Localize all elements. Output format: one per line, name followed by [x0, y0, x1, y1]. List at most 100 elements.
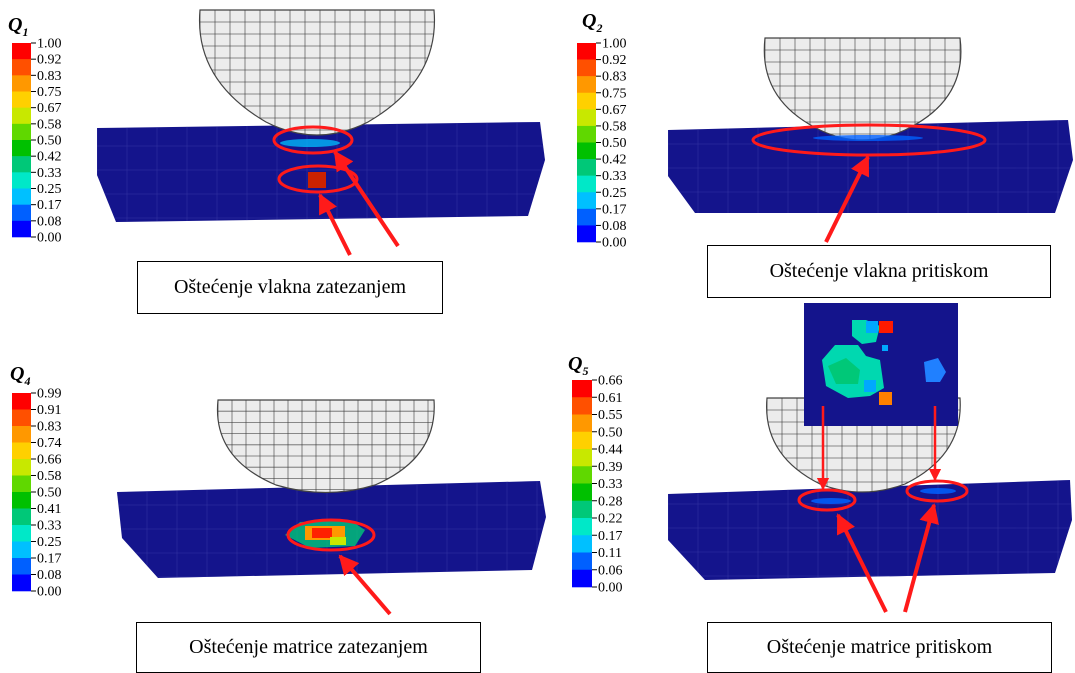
legend-swatch [577, 175, 596, 193]
legend-q1: Q1 1.000.920.830.750.670.580.500.420.330… [8, 14, 62, 246]
legend-swatch [577, 125, 596, 143]
legend-swatch [577, 76, 596, 94]
legend-q5: Q5 0.660.610.550.500.440.390.330.280.220… [568, 353, 623, 596]
legend-swatch [12, 75, 31, 92]
panel-q4: Q4 0.990.910.830.740.660.580.500.410.330… [10, 363, 546, 616]
legend-value: 0.39 [598, 460, 623, 475]
legend-swatch [572, 518, 592, 536]
legend-title: Q4 [10, 363, 30, 388]
indenter [198, 9, 436, 136]
legend-swatch [12, 188, 31, 205]
caption-matrix-tension: Oštećenje matrice zatezanjem [136, 622, 481, 673]
fe-model-q1 [97, 9, 545, 256]
legend-swatch [577, 59, 596, 77]
legend-swatch [572, 535, 592, 553]
legend-swatch [12, 43, 31, 60]
legend-swatch [577, 225, 596, 243]
legend-value: 0.75 [602, 86, 627, 101]
annotation-arrow [318, 193, 352, 256]
legend-value: 0.42 [37, 150, 62, 165]
legend-swatch [12, 91, 31, 108]
legend-value: 0.08 [602, 219, 627, 234]
detail-inset [804, 303, 958, 426]
legend-swatch [12, 508, 31, 526]
panel-q2: Q2 1.000.920.830.750.670.580.500.420.330… [577, 10, 1073, 251]
legend-swatch [12, 123, 31, 141]
legend-value: 0.83 [37, 420, 62, 435]
legend-value: 0.66 [598, 374, 623, 389]
legend-swatch [577, 159, 596, 176]
legend-swatch [12, 172, 31, 189]
legend-value: 0.67 [37, 101, 62, 116]
legend-swatch [577, 192, 596, 210]
panel-q1: Q1 1.000.920.830.750.670.580.500.420.330… [8, 9, 545, 256]
legend-value: 0.00 [37, 585, 62, 600]
legend-swatch [12, 541, 31, 559]
fe-model-q2 [668, 37, 1073, 243]
legend-swatch [572, 552, 592, 571]
legend-swatch [12, 220, 31, 238]
legend-swatch [572, 466, 592, 484]
legend-value: 0.33 [598, 477, 623, 492]
legend-value: 0.00 [602, 236, 627, 251]
legend-swatch [12, 204, 31, 222]
legend-swatch [12, 426, 31, 443]
legend-swatch [577, 109, 596, 127]
legend-q2: Q2 1.000.920.830.750.670.580.500.420.330… [577, 10, 627, 251]
legend-swatch [577, 92, 596, 110]
legend-value: 0.33 [37, 166, 62, 181]
legend-value: 0.83 [37, 69, 62, 84]
legend-swatch [12, 525, 31, 542]
legend-value: 0.25 [602, 186, 627, 201]
legend-swatch [12, 107, 31, 125]
damage-spot [280, 139, 340, 147]
legend-value: 0.58 [37, 117, 62, 132]
legend-swatch [12, 409, 31, 427]
legend-value: 0.92 [602, 53, 627, 68]
legend-value: 0.66 [37, 453, 62, 468]
legend-swatch [12, 475, 31, 493]
annotation-ellipse [751, 123, 987, 157]
caption-fiber-compression: Oštećenje vlakna pritiskom [707, 245, 1051, 298]
legend-swatch [12, 59, 31, 76]
legend-swatch [572, 380, 592, 398]
legend-value: 0.41 [37, 502, 62, 517]
legend-value: 0.92 [37, 53, 62, 68]
legend-swatch [572, 449, 592, 467]
legend-value: 0.91 [37, 403, 62, 418]
legend-value: 0.33 [37, 519, 62, 534]
legend-value: 0.00 [37, 231, 62, 246]
annotation-arrow [836, 513, 888, 613]
damage-spot [811, 498, 851, 504]
legend-swatch [12, 442, 31, 460]
composite-plate [668, 120, 1073, 213]
damage-spot [308, 172, 326, 188]
legend-value: 0.17 [602, 202, 627, 217]
caption-matrix-compression: Oštećenje matrice pritiskom [707, 622, 1052, 673]
annotation-arrow [903, 503, 939, 613]
annotation-arrow [338, 554, 392, 616]
legend-swatch [572, 414, 592, 433]
legend-swatch [572, 483, 592, 502]
legend-swatch [12, 156, 31, 173]
panel-q5: Q5 0.660.610.550.500.440.390.330.280.220… [568, 303, 1072, 613]
legend-value: 0.08 [37, 568, 62, 583]
caption-fiber-tension: Oštećenje vlakna zatezanjem [137, 261, 443, 314]
legend-value: 0.17 [598, 529, 623, 544]
legend-value: 0.83 [602, 70, 627, 85]
legend-swatch [577, 208, 596, 226]
legend-value: 0.50 [598, 425, 623, 440]
legend-value: 0.08 [37, 214, 62, 229]
legend-value: 0.25 [37, 535, 62, 550]
damage-spot [813, 135, 923, 141]
legend-value: 1.00 [602, 37, 627, 52]
legend-swatch [577, 43, 596, 60]
legend-value: 0.67 [602, 103, 627, 118]
legend-value: 0.28 [598, 494, 623, 509]
fe-model-q5 [668, 303, 1072, 613]
legend-title: Q5 [568, 353, 588, 378]
legend-value: 0.50 [37, 486, 62, 501]
legend-value: 0.50 [602, 136, 627, 151]
legend-value: 0.00 [598, 581, 623, 596]
